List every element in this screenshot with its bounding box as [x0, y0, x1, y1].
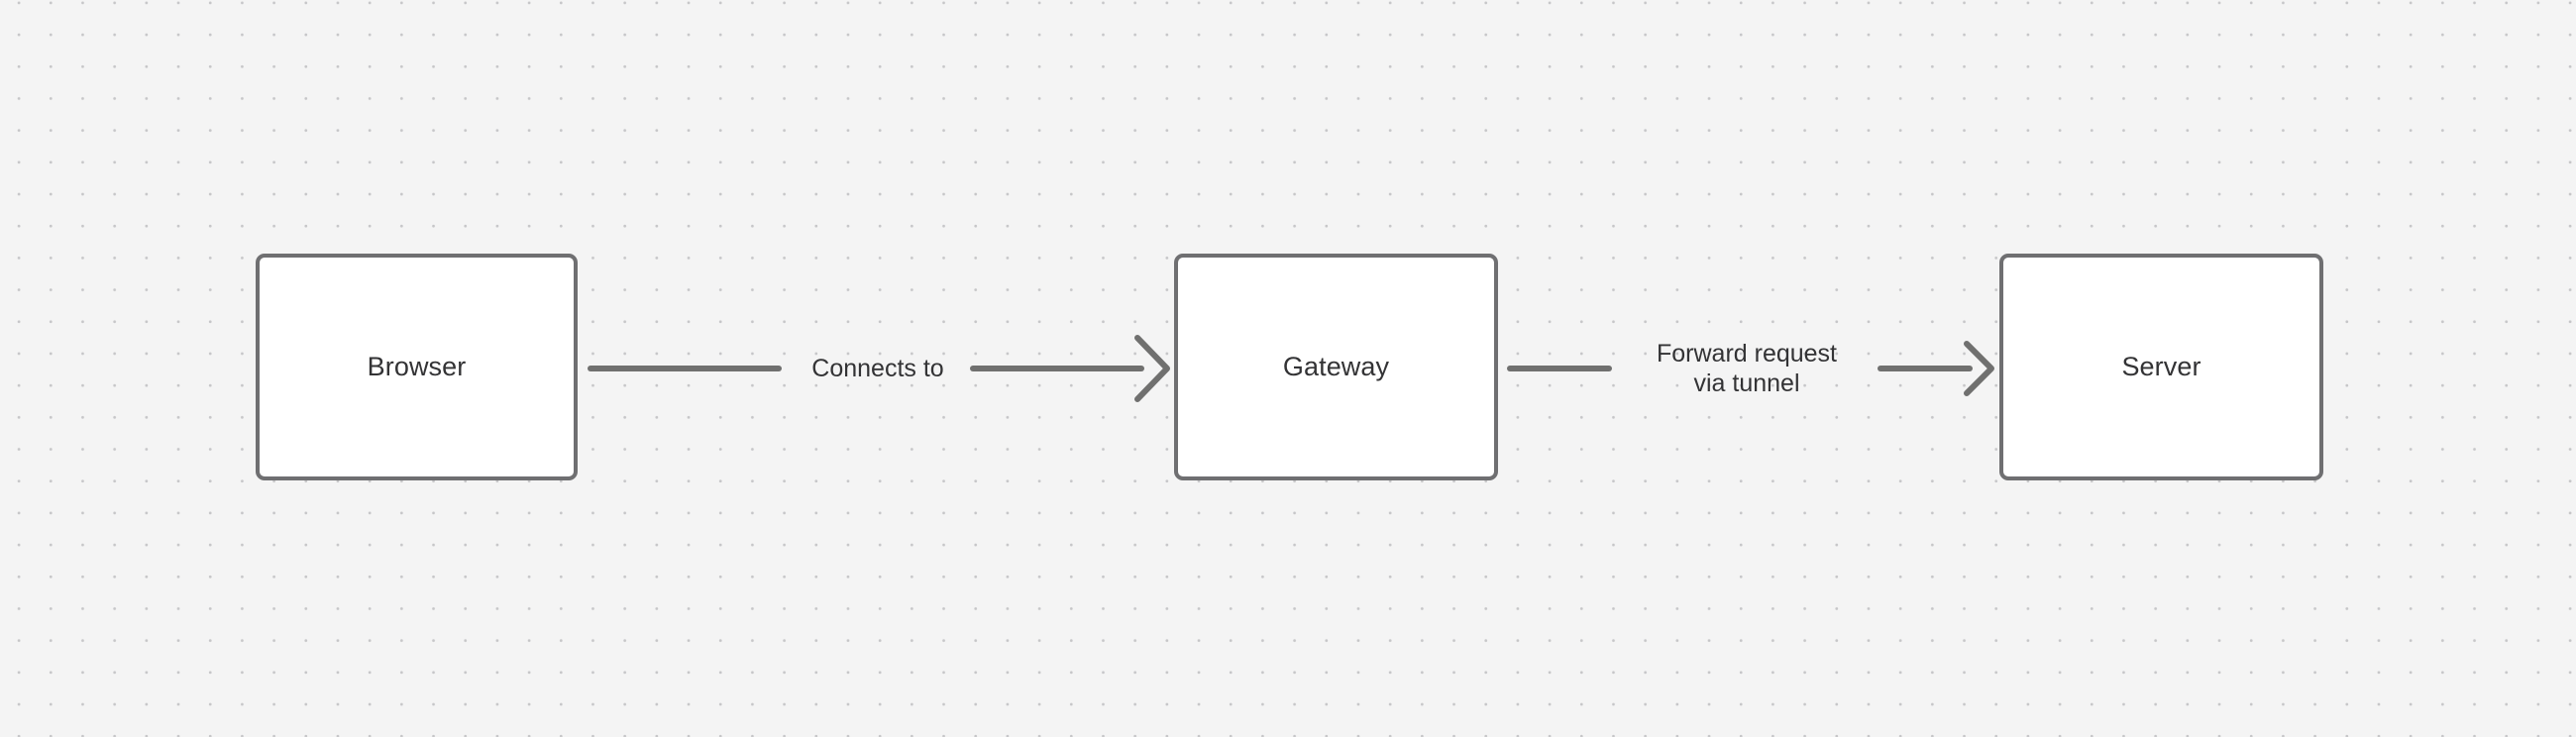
node-server-label: Server	[2121, 352, 2201, 382]
node-server[interactable]: Server	[1999, 254, 2323, 480]
arrowhead-chevron-icon	[1134, 335, 1170, 402]
node-browser[interactable]: Browser	[256, 254, 578, 480]
edge-label-line-1: Forward request	[1656, 340, 1838, 368]
node-gateway-label: Gateway	[1282, 352, 1390, 382]
node-gateway[interactable]: Gateway	[1174, 254, 1498, 480]
edge-label-line-2: via tunnel	[1693, 369, 1800, 397]
node-browser-label: Browser	[367, 352, 467, 382]
arrowhead-chevron-icon	[1964, 341, 1994, 396]
edge-label-connects-to[interactable]: Connects to	[811, 355, 944, 382]
